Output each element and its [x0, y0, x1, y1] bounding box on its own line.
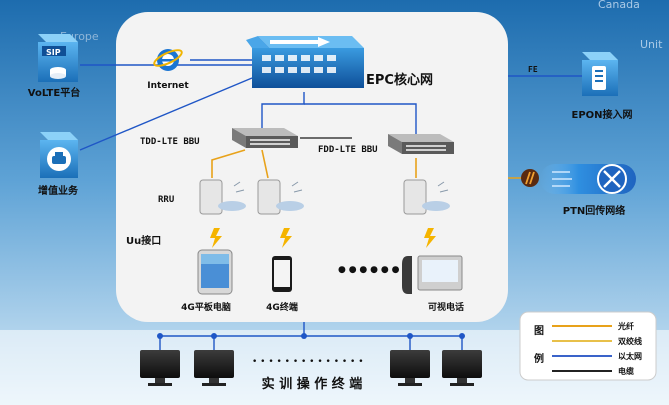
tablet-label: 4G平板电脑 [181, 301, 231, 313]
rru-label: RRU [158, 195, 174, 205]
ptn-link-icon [521, 169, 539, 187]
epc-switch-icon [246, 36, 364, 88]
ptn-label: PTN回传网络 [563, 204, 626, 217]
uu-label: Uu接口 [126, 234, 161, 247]
link-junction-dots [157, 333, 465, 339]
monitor-icon [442, 350, 482, 386]
device-ellipsis: ● ● ● ● ● ● [338, 265, 400, 275]
phone-label: 4G终端 [266, 301, 298, 313]
monitor-icon [140, 350, 180, 386]
value-added-service-icon [40, 132, 78, 178]
rru-icon [257, 179, 304, 215]
internet-icon [153, 49, 183, 71]
legend-label-2: 以太网 [618, 351, 642, 361]
terminal-ellipsis: • • • • • • • • • • • • • • [252, 357, 364, 367]
legend-title-bottom: 例 [534, 352, 544, 365]
legend-label-0: 光纤 [617, 321, 634, 331]
map-label-united: Unit [640, 38, 663, 51]
tablet-icon [197, 249, 233, 295]
fdd-bbu-icon [388, 134, 454, 154]
epc-label: EPC核心网 [366, 72, 433, 88]
legend-label-3: 电缆 [618, 366, 634, 376]
videophone-label: 可视电话 [428, 301, 464, 313]
tdd-bbu-icon [232, 128, 298, 148]
training-terminals-label: 实 训 操 作 终 端 [262, 376, 363, 392]
monitor-icon [194, 350, 234, 386]
epon-label: EPON接入网 [571, 108, 632, 121]
legend-title-top: 图 [534, 325, 544, 337]
smartphone-icon [272, 256, 292, 292]
map-label-canada: Canada [598, 0, 640, 11]
monitor-icon [390, 350, 430, 386]
sip-server-icon [38, 34, 78, 82]
internet-label: Internet [147, 81, 189, 91]
rru-icon [403, 179, 450, 215]
rru-icon [199, 179, 246, 215]
video-phone-icon [402, 255, 463, 294]
volte-label: VoLTE平台 [28, 86, 80, 99]
fdd-bbu-label: FDD-LTE BBU [318, 145, 378, 155]
fe-label: FE [528, 65, 538, 74]
tdd-bbu-label: TDD-LTE BBU [140, 137, 200, 147]
vas-label: 增值业务 [38, 184, 79, 197]
legend-label-1: 双绞线 [618, 336, 642, 346]
sip-badge: SIP [46, 48, 61, 57]
ptn-router-icon [540, 164, 636, 194]
epon-switch-icon [582, 52, 618, 96]
wireless-signal-icons [210, 228, 436, 248]
